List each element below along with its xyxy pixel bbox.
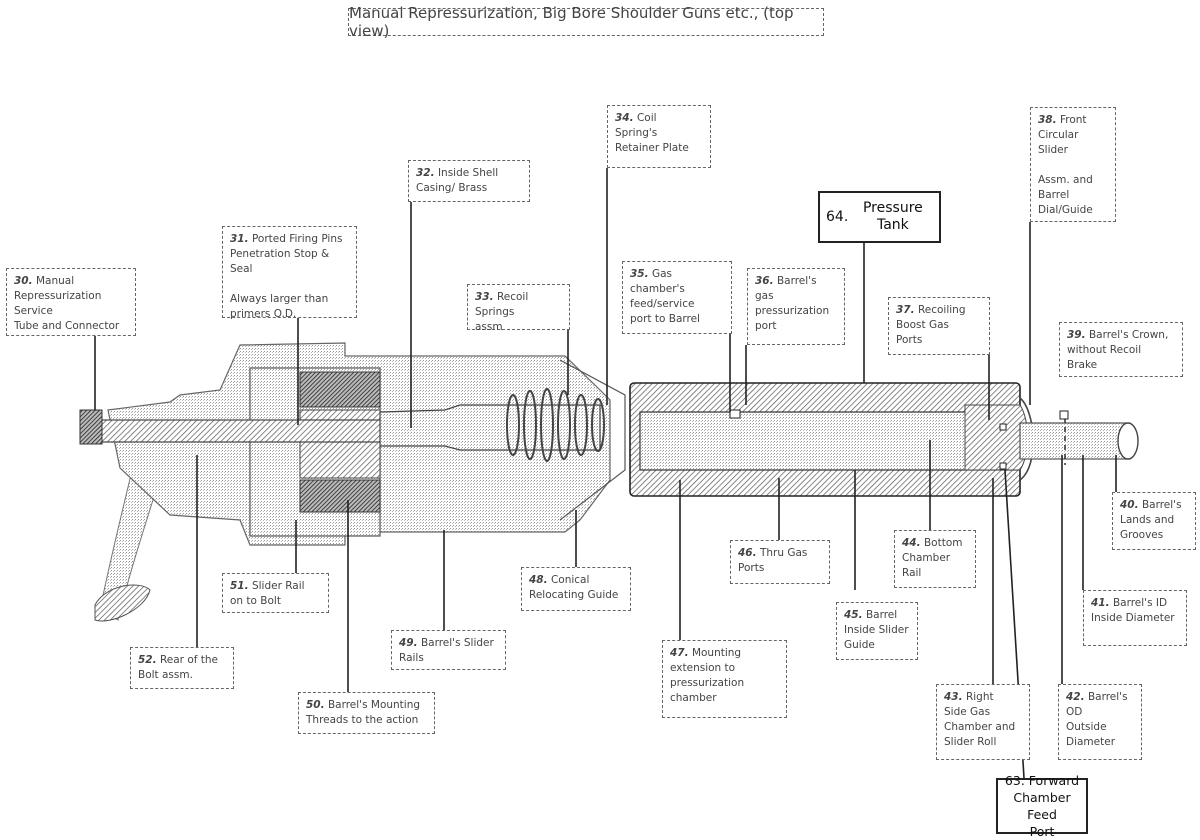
callout-36: 36. Barrel's gas pressurization port bbox=[747, 268, 845, 345]
callout-52: 52. Rear of the Bolt assm. bbox=[130, 647, 234, 689]
callout-39: 39. Barrel's Crown, without Recoil Brake bbox=[1059, 322, 1183, 377]
callout-32: 32. Inside Shell Casing/ Brass bbox=[408, 160, 530, 202]
callout-42: 42. Barrel's OD Outside Diameter bbox=[1058, 684, 1142, 760]
callout-38: 38. Front Circular Slider Assm. and Barr… bbox=[1030, 107, 1116, 222]
diagram-title: Manual Repressurization, Big Bore Should… bbox=[348, 4, 824, 40]
callout-43: 43. Right Side Gas Chamber and Slider Ro… bbox=[936, 684, 1030, 760]
action-body bbox=[79, 342, 626, 546]
callout-35: 35. Gas chamber's feed/service port to B… bbox=[622, 261, 732, 334]
callout-48: 48. Conical Relocating Guide bbox=[521, 567, 631, 611]
callout-45: 45. Barrel Inside Slider Guide bbox=[836, 602, 918, 660]
callout-40: 40. Barrel's Lands and Grooves bbox=[1112, 492, 1196, 550]
callout-49: 49. Barrel's Slider Rails bbox=[391, 630, 506, 670]
callout-30: 30. Manual Repressurization Service Tube… bbox=[6, 268, 136, 336]
barrel bbox=[1019, 410, 1139, 465]
callout-50: 50. Barrel's Mounting Threads to the act… bbox=[298, 692, 435, 734]
callout-44: 44. Bottom Chamber Rail bbox=[894, 530, 976, 588]
callout-41: 41. Barrel's ID Inside Diameter bbox=[1083, 590, 1187, 646]
callout-46: 46. Thru Gas Ports bbox=[730, 540, 830, 584]
callout-47: 47. Mounting extension to pressurization… bbox=[662, 640, 787, 718]
callout-31: 31. Ported Firing Pins Penetration Stop … bbox=[222, 226, 357, 320]
callout-37: 37. Recoiling Boost Gas Ports bbox=[888, 297, 990, 355]
callout-33: 33. Recoil Springs assm bbox=[467, 284, 570, 333]
pressure-tank-assembly bbox=[629, 382, 1034, 497]
callout-64-pressure-tank: 64. Pressure Tank bbox=[818, 191, 941, 243]
callout-51: 51. Slider Rail on to Bolt bbox=[222, 573, 329, 613]
callout-34: 34. Coil Spring's Retainer Plate bbox=[607, 105, 711, 168]
callout-63-forward-chamber-feed-port: 63. Forward Chamber Feed Port bbox=[996, 773, 1088, 839]
